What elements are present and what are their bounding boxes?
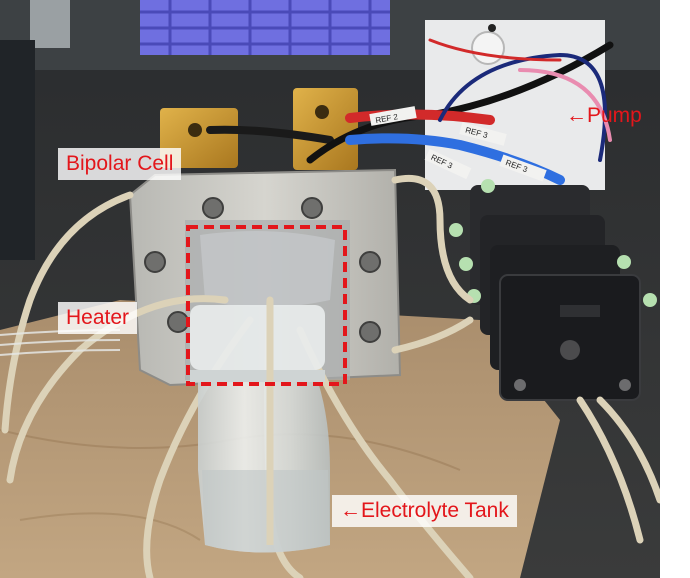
label-electrolyte-tank: ←Electrolyte Tank <box>332 495 517 527</box>
cell-bolts <box>144 197 381 343</box>
electrolyte-tank <box>190 300 330 553</box>
blue-crate-grid <box>140 0 390 55</box>
dark-device-left <box>0 40 35 260</box>
pump-pins <box>449 179 657 307</box>
label-bipolar-cell: Bipolar Cell <box>58 148 182 180</box>
glassware <box>30 0 70 48</box>
label-heater: Heater <box>58 302 138 334</box>
pump-heads <box>470 185 641 401</box>
highlight-box-membrane <box>186 225 347 386</box>
gold-terminal-right <box>293 88 358 170</box>
lab-photo: REF 2 REF 3 REF 3 REF 3 <box>0 0 660 578</box>
pump-knob <box>471 31 505 65</box>
label-pump: ←Pump <box>566 104 642 127</box>
cable-tags <box>369 106 547 182</box>
cable-tag-1: REF 2 <box>375 112 399 125</box>
